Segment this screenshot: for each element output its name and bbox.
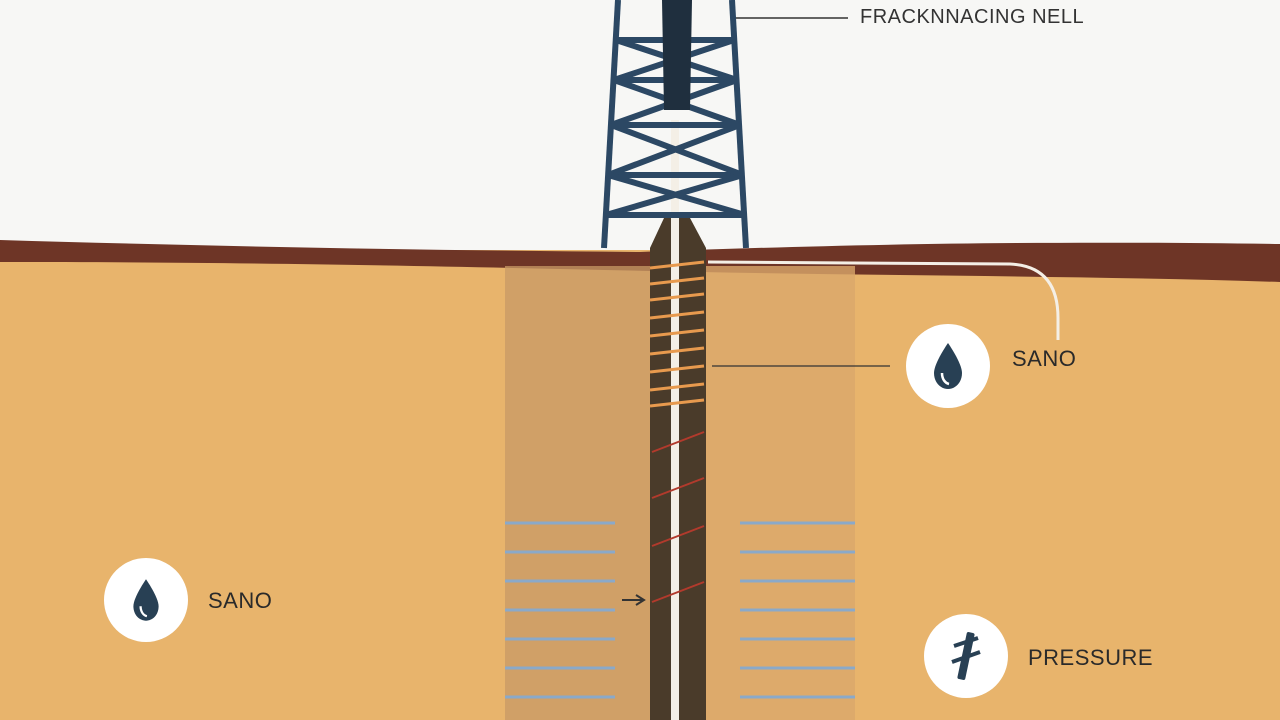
surface-pipeline bbox=[707, 260, 1060, 340]
fracture-zone-left bbox=[505, 266, 650, 720]
fluid-lines bbox=[505, 521, 855, 699]
callout-label-sano-right: SANO bbox=[1012, 346, 1077, 371]
fracture-marks-upper bbox=[649, 260, 705, 408]
callout-label-sano-left: SANO bbox=[208, 588, 273, 613]
diagram-title: FRACKNNACING NELL bbox=[860, 6, 1085, 28]
fracture-marks-lower bbox=[651, 431, 705, 603]
callout-badge-sano-left bbox=[104, 558, 188, 642]
droplet-icon bbox=[934, 343, 962, 389]
droplet-icon bbox=[133, 579, 159, 621]
well-pipe bbox=[671, 120, 679, 720]
pressure-pipe-icon bbox=[951, 632, 981, 680]
callout-badge-pressure bbox=[924, 614, 1008, 698]
derrick-tower bbox=[601, 0, 749, 249]
fracture-zone-right bbox=[705, 266, 855, 720]
flow-arrow bbox=[622, 594, 646, 606]
topsoil-band bbox=[0, 240, 1280, 282]
callout-badge-sano-right bbox=[906, 324, 990, 408]
derrick-mast bbox=[662, 0, 692, 110]
callout-label-pressure: PRESSURE bbox=[1028, 645, 1154, 670]
